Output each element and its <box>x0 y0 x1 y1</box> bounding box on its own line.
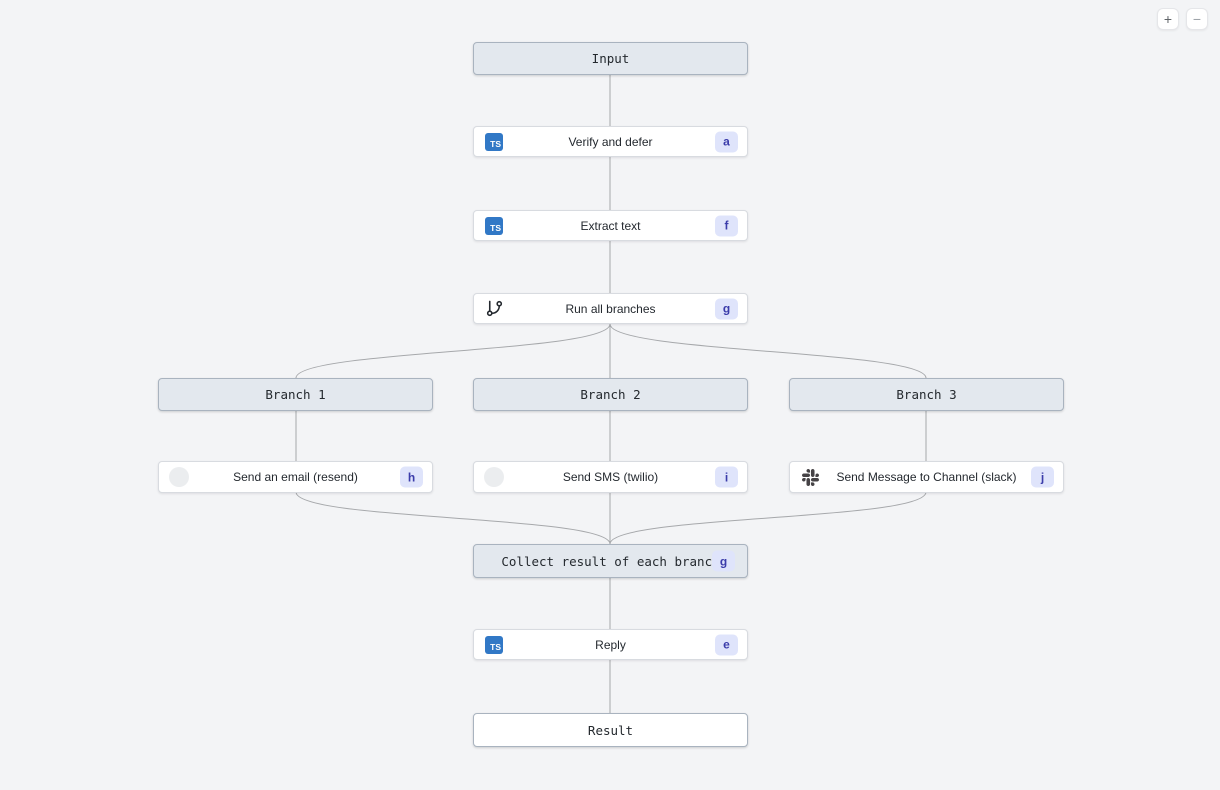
minus-icon: − <box>1192 11 1202 27</box>
node-label: Send Message to Channel (slack) <box>836 470 1017 484</box>
step-badge: f <box>715 215 738 236</box>
node-label: Input <box>591 51 630 66</box>
node-send-email-resend[interactable]: Send an email (resend) h <box>158 461 433 493</box>
node-send-message-slack[interactable]: Send Message to Channel (slack) j <box>789 461 1064 493</box>
typescript-icon: TS <box>484 635 504 655</box>
node-branch-3[interactable]: Branch 3 <box>789 378 1064 411</box>
twilio-icon <box>484 467 504 487</box>
zoom-out-button[interactable]: − <box>1186 8 1208 30</box>
zoom-controls: + − <box>1157 8 1208 30</box>
typescript-icon: TS <box>484 132 504 152</box>
node-collect-result[interactable]: Collect result of each branch g <box>473 544 748 578</box>
step-badge: i <box>715 466 738 488</box>
node-label: Run all branches <box>565 301 656 316</box>
typescript-icon: TS <box>484 216 504 236</box>
plus-icon: + <box>1163 11 1173 27</box>
node-label: Branch 2 <box>580 387 641 402</box>
step-badge: j <box>1031 466 1054 488</box>
node-reply[interactable]: TS Reply e <box>473 629 748 660</box>
node-label: Reply <box>595 637 626 652</box>
step-badge: g <box>715 298 738 319</box>
step-badge: e <box>715 634 738 655</box>
node-branch-1[interactable]: Branch 1 <box>158 378 433 411</box>
zoom-in-button[interactable]: + <box>1157 8 1179 30</box>
node-label: Send SMS (twilio) <box>562 470 659 484</box>
node-label: Result <box>587 722 634 738</box>
node-label: Branch 1 <box>265 387 326 402</box>
node-label: Send an email (resend) <box>233 470 358 484</box>
node-branch-2[interactable]: Branch 2 <box>473 378 748 411</box>
node-result[interactable]: Result <box>473 713 748 747</box>
git-branch-icon <box>484 299 504 319</box>
node-label: Extract text <box>580 218 641 233</box>
node-extract-text[interactable]: TS Extract text f <box>473 210 748 241</box>
step-badge: h <box>400 466 423 488</box>
node-label: Collect result of each branch <box>501 553 720 569</box>
node-input[interactable]: Input <box>473 42 748 75</box>
resend-icon <box>169 467 189 487</box>
node-verify-and-defer[interactable]: TS Verify and defer a <box>473 126 748 157</box>
step-badge: g <box>712 550 735 572</box>
node-label: Verify and defer <box>568 134 653 149</box>
slack-icon <box>800 467 820 487</box>
node-run-all-branches[interactable]: Run all branches g <box>473 293 748 324</box>
node-label: Branch 3 <box>896 387 957 402</box>
step-badge: a <box>715 131 738 152</box>
node-send-sms-twilio[interactable]: Send SMS (twilio) i <box>473 461 748 493</box>
